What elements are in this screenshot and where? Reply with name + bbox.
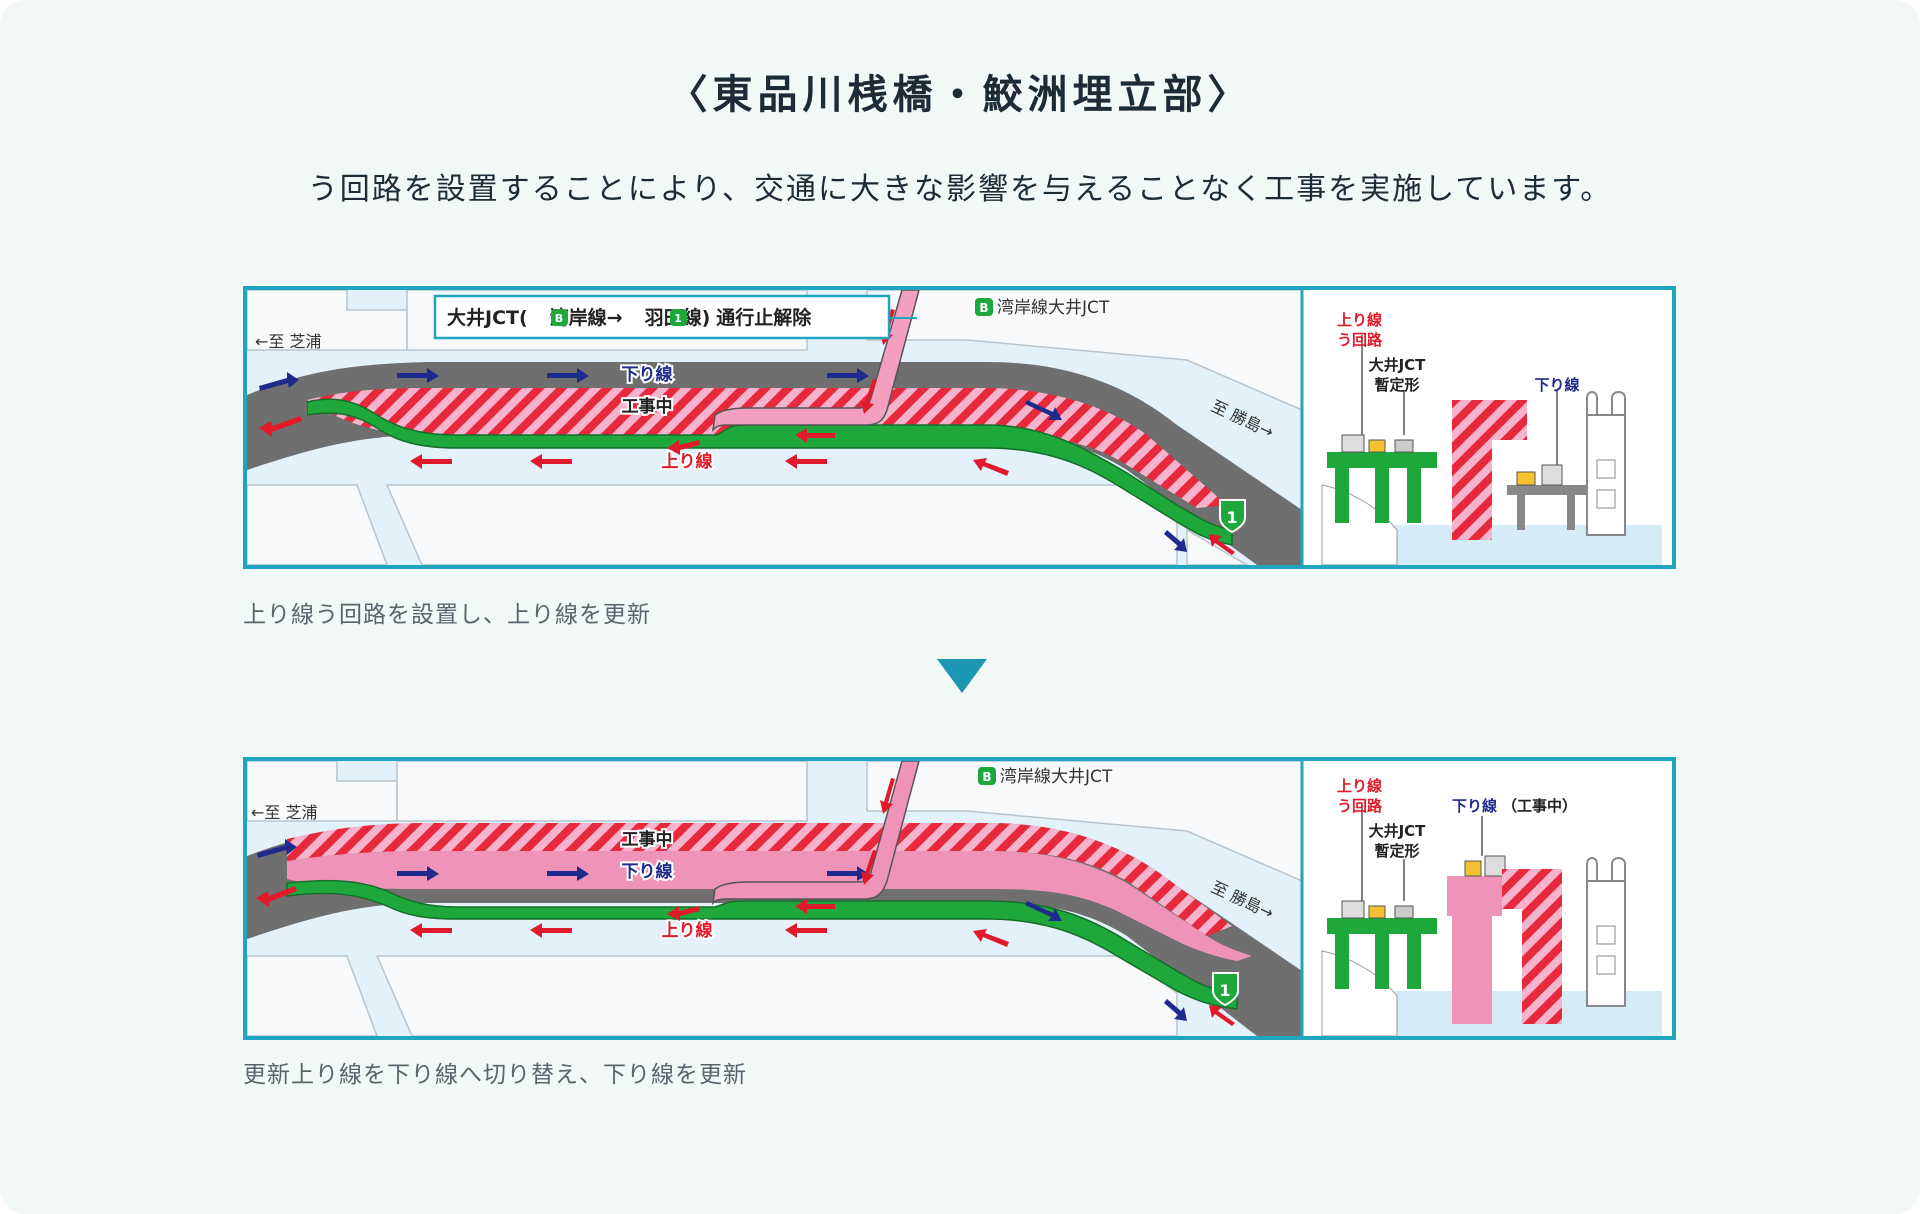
label-construction: 工事中 [622,396,673,417]
section-construction-label: （工事中） [1502,797,1577,815]
label-construction: 工事中 [622,829,673,850]
detour-structure [1327,806,1437,989]
section-jct-label-2: 暫定形 [1374,376,1419,394]
bayshore-jct-label: 湾岸線大井JCT [1000,767,1113,787]
section-detour-label-2: う回路 [1337,331,1383,349]
caption-step-2: 更新上り線を下り線へ切り替え、下り線を更新 [243,1062,747,1088]
caption-step-1: 上り線う回路を設置し、上り線を更新 [243,602,651,628]
section-detour-label-1: 上り線 [1337,311,1382,329]
label-to-shibaura: ←至 芝浦 [255,332,322,351]
callout-prefix: 大井JCT( [447,306,528,329]
intro-text: う回路を設置することにより、交通に大きな影響を与えることなく工事を実施しています… [307,172,1613,207]
bayshore-jct-label: 湾岸線大井JCT [997,298,1110,318]
detour-structure [1327,335,1437,523]
callout-mid1: 湾岸線→ [550,306,623,329]
section-jct-label-1: 大井JCT [1369,356,1427,374]
down-line-structure [1507,390,1587,530]
section-detour-label-2: う回路 [1337,797,1383,815]
route-b-icon: B [979,301,988,315]
section-jct-label-2: 暫定形 [1374,842,1419,860]
building [1586,391,1626,536]
svg-text:1: 1 [1219,981,1230,1000]
section-detour-label-1: 上り線 [1337,777,1382,795]
construction-pier [1452,400,1527,540]
diagram-panel-1: 下り線 工事中 上り線 ←至 芝浦 至 勝島→ B 湾岸線大井JCT 大井JCT… [243,286,1676,569]
section-title: 〈東品川桟橋・鮫洲埋立部〉 [667,72,1253,118]
next-step-arrow-icon [937,659,987,693]
svg-text:大井JCT(湾岸線→羽田線)通行止解除: 大井JCT(湾岸線→羽田線)通行止解除 [447,306,812,329]
label-up-line: 上り線 [662,451,713,472]
label-down-line: 下り線 [622,861,673,882]
section-down-label: 下り線 [1534,376,1579,394]
callout-suffix: 通行止解除 [716,306,812,329]
construction-pier [1502,869,1562,1024]
closure-lifted-callout: 大井JCT(湾岸線→羽田線)通行止解除 B 1 [433,294,917,340]
route-1-shield: 1 [1219,499,1246,534]
route-1-shield: 1 [1212,972,1239,1007]
building [1586,857,1626,1007]
label-to-shibaura: ←至 芝浦 [251,803,318,822]
label-down-line: 下り線 [622,364,673,385]
bayshore-jct-marker: B 湾岸線大井JCT [978,767,1113,787]
section-down-label: 下り線 [1452,797,1497,815]
section-jct-label-1: 大井JCT [1369,822,1427,840]
diagram-panel-2: 工事中 下り線 上り線 ←至 芝浦 至 勝島→ B 湾岸線大井JCT 1 [243,757,1676,1040]
label-up-line: 上り線 [662,920,713,941]
svg-text:1: 1 [1226,508,1237,527]
renewed-pier [1447,816,1506,1024]
route-b-icon: B [982,770,991,784]
bayshore-jct-marker: B 湾岸線大井JCT [975,298,1110,318]
callout-b-icon: B [555,312,563,325]
callout-1-icon: 1 [674,312,682,325]
